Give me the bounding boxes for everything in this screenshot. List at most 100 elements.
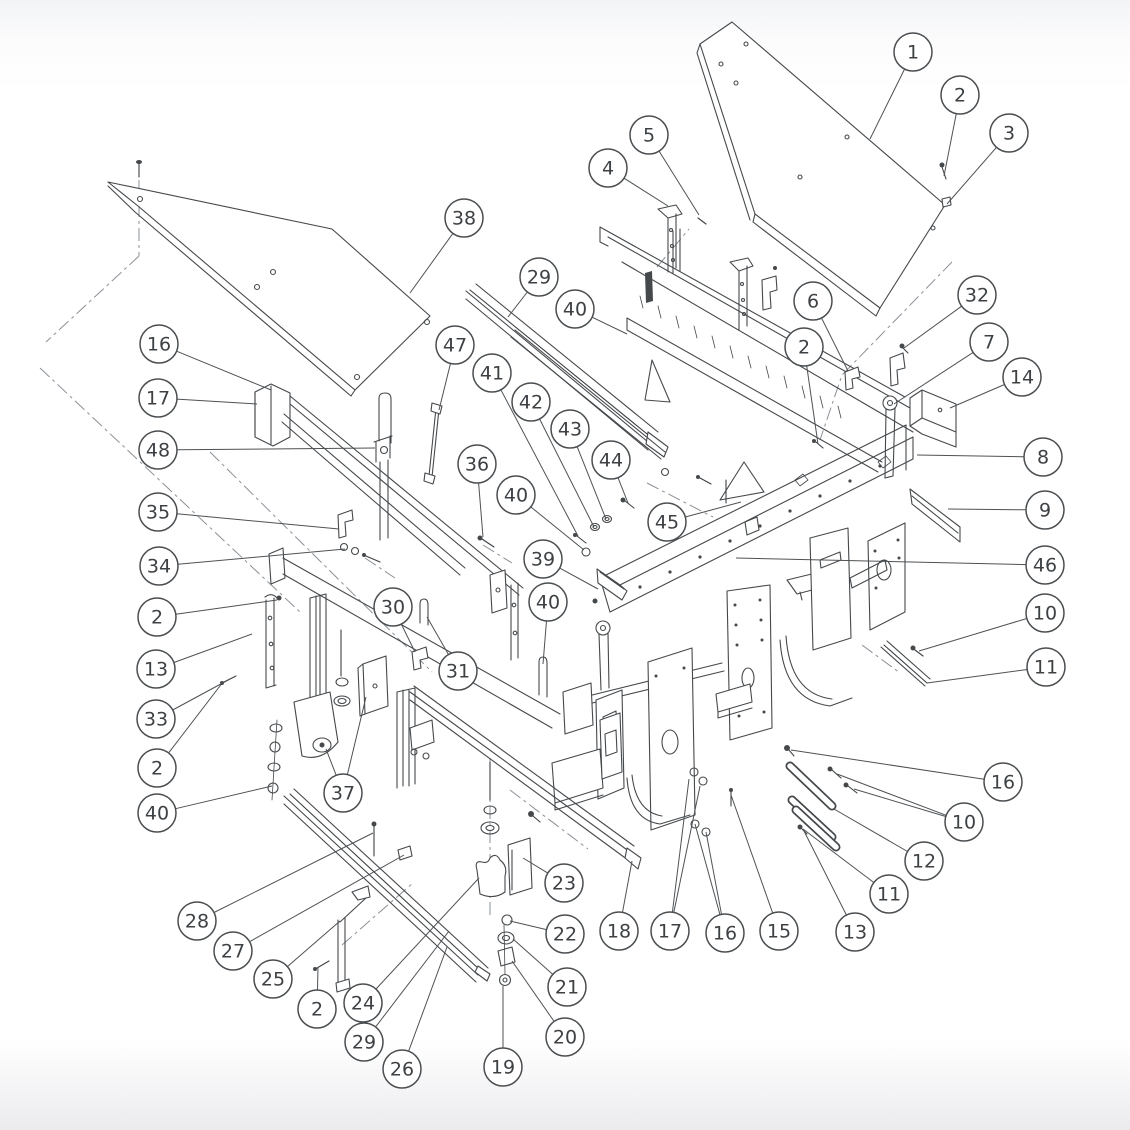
pin-part5	[697, 217, 707, 225]
leader-line-10	[853, 788, 946, 817]
balloon-circle	[869, 874, 909, 914]
balloon-circle	[1025, 490, 1065, 530]
balloon-29: 29	[519, 257, 559, 297]
balloon-28: 28	[177, 901, 217, 941]
balloon-number: 26	[390, 1059, 414, 1081]
leader-line-2	[175, 599, 278, 615]
balloon-circle	[599, 911, 639, 951]
balloon-13: 13	[136, 649, 176, 689]
balloon-circle	[545, 1017, 585, 1057]
balloon-41: 41	[472, 353, 512, 393]
balloon-27: 27	[213, 931, 253, 971]
balloon-circle	[893, 32, 933, 72]
balloon-circle	[177, 901, 217, 941]
leader-line-30	[400, 623, 416, 653]
balloon-number: 11	[877, 884, 901, 906]
balloon-29: 29	[344, 1022, 384, 1062]
balloon-6: 6	[793, 281, 833, 321]
balloon-40: 40	[528, 582, 568, 622]
leader-line-32	[903, 305, 962, 349]
leader-line-18	[622, 860, 633, 913]
balloon-circle	[444, 198, 484, 238]
screw-2-head	[313, 967, 317, 971]
bar-part9	[909, 488, 961, 543]
balloon-circle	[457, 444, 497, 484]
balloon-number: 46	[1033, 555, 1057, 577]
balloon-18: 18	[599, 911, 639, 951]
balloon-48: 48	[138, 430, 178, 470]
balloon-circle	[511, 382, 551, 422]
balloon-circle	[344, 1022, 384, 1062]
balloon-21: 21	[547, 967, 587, 1007]
balloon-47: 47	[435, 325, 475, 365]
balloon-1: 1	[893, 32, 933, 72]
balloon-number: 8	[1037, 447, 1049, 469]
balloon-circle	[1026, 647, 1066, 687]
clip-30	[411, 646, 429, 671]
leader-line-44	[617, 477, 629, 504]
balloon-circle	[969, 322, 1009, 362]
balloon-2: 2	[137, 748, 177, 788]
balloon-circle	[138, 492, 178, 532]
leader-line-34	[177, 548, 346, 565]
bracket-39	[596, 568, 628, 601]
balloon-3: 3	[989, 113, 1029, 153]
strip-11-right	[880, 640, 931, 687]
leader-line-2	[317, 966, 319, 991]
balloon-17: 17	[138, 378, 178, 418]
nut-21	[497, 931, 515, 945]
leader-line-37	[346, 696, 367, 775]
balloon-number: 9	[1039, 500, 1051, 522]
balloon-number: 30	[381, 597, 405, 619]
strut-25	[335, 885, 371, 993]
balloon-circle	[835, 912, 875, 952]
balloon-38: 38	[444, 198, 484, 238]
balloon-circle	[705, 913, 745, 953]
balloon-number: 38	[452, 208, 476, 230]
balloon-8: 8	[1023, 437, 1063, 477]
frame-nuts	[689, 767, 733, 837]
balloon-5: 5	[629, 115, 669, 155]
balloon-12: 12	[904, 841, 944, 881]
leader-lines	[168, 68, 1028, 1052]
leader-line-7	[893, 351, 974, 405]
rail-holes	[638, 464, 882, 589]
balloon-11: 11	[869, 874, 909, 914]
balloon-number: 23	[552, 873, 576, 895]
balloon-circle	[957, 275, 997, 315]
leader-line-16	[694, 823, 721, 915]
leader-line-45	[685, 501, 742, 518]
balloon-number: 11	[1034, 657, 1058, 679]
leader-line-40	[530, 506, 585, 551]
balloon-10: 10	[944, 802, 984, 842]
clip-part6	[844, 366, 861, 391]
balloon-number: 2	[311, 999, 323, 1021]
bottom-rail-26	[283, 788, 491, 983]
leader-line-17	[176, 398, 258, 405]
balloon-circle	[138, 378, 178, 418]
balloon-number: 39	[531, 549, 555, 571]
balloon-number: 37	[331, 783, 355, 805]
balloon-number: 31	[446, 661, 470, 683]
leader-line-25	[287, 920, 341, 967]
balloon-number: 22	[553, 924, 577, 946]
balloon-circle	[136, 699, 176, 739]
balloon-46: 46	[1025, 545, 1065, 585]
balloon-circle	[759, 911, 799, 951]
balloon-number: 18	[607, 921, 631, 943]
balloon-45: 45	[647, 502, 687, 542]
balloon-circle	[545, 914, 585, 954]
lift-arm-assembly	[220, 383, 561, 801]
caster-assembly-23	[475, 761, 533, 898]
balloon-number: 2	[798, 337, 810, 359]
gusset	[719, 461, 765, 501]
leader-line-5	[658, 150, 700, 216]
strap-13	[264, 594, 282, 689]
balloon-20: 20	[545, 1017, 585, 1057]
balloon-30: 30	[373, 587, 413, 627]
balloon-circle	[523, 539, 563, 579]
stop-bracket-37	[357, 655, 389, 717]
